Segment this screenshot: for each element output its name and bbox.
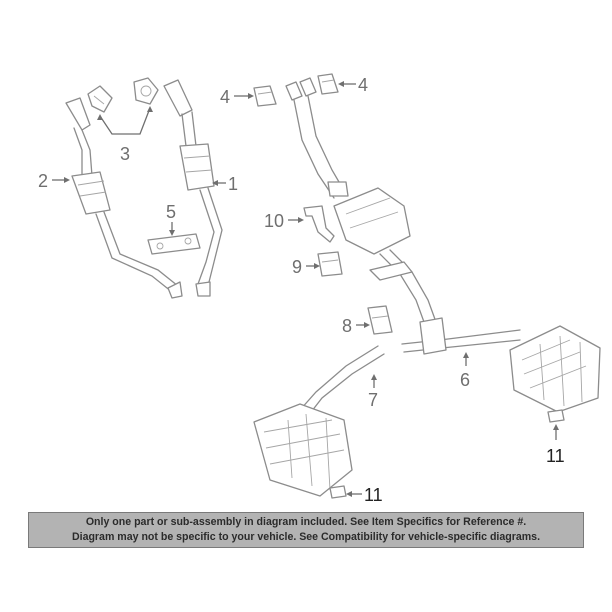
part-3-gaskets — [87, 77, 159, 113]
callout-3: 3 — [120, 144, 130, 164]
callout-leaders — [52, 81, 559, 497]
callout-8: 8 — [342, 316, 352, 336]
part-7-left-rear-pipe — [253, 345, 385, 497]
part-11-fastener-left — [329, 485, 347, 499]
callout-11-right: 11 — [546, 446, 565, 466]
part-4-hanger-left — [253, 85, 277, 107]
callout-2: 2 — [38, 171, 48, 191]
callout-11-left: 11 — [364, 485, 383, 505]
part-8-hanger — [367, 305, 393, 335]
part-10-clamp — [303, 205, 335, 243]
part-9-isolator — [317, 251, 343, 277]
callout-4-left: 4 — [220, 87, 230, 107]
callout-4-right: 4 — [358, 75, 368, 95]
disclaimer-line-2: Diagram may not be specific to your vehi… — [71, 531, 541, 543]
part-4-hanger-right — [317, 73, 339, 95]
center-muffler-assembly — [285, 77, 437, 323]
callout-9: 9 — [292, 257, 302, 277]
callout-6: 6 — [460, 370, 470, 390]
part-6-rear-pipe — [401, 317, 601, 413]
disclaimer-line-1: Only one part or sub-assembly in diagram… — [85, 516, 527, 528]
callout-5: 5 — [166, 202, 176, 222]
part-2-catalytic-pipe — [65, 97, 183, 299]
part-5-bracket — [147, 233, 201, 255]
part-11-fastener-right — [547, 409, 565, 423]
disclaimer-banner: Only one part or sub-assembly in diagram… — [28, 512, 584, 548]
callout-1: 1 — [228, 174, 238, 194]
callout-7: 7 — [368, 390, 378, 410]
callout-10: 10 — [264, 211, 284, 231]
part-1-catalytic-pipe — [163, 79, 223, 297]
